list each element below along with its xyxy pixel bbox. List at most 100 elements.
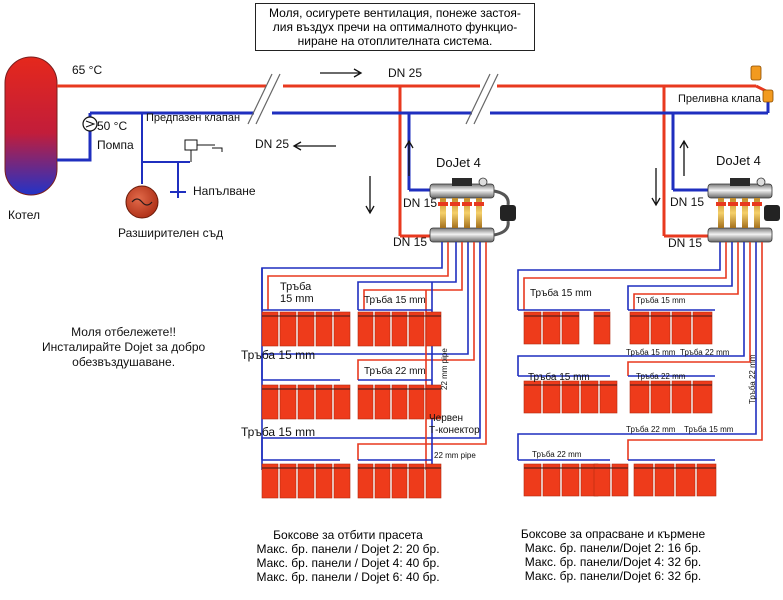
left-pipe-a: Тръба 15 mm	[280, 281, 314, 305]
safety-valve-label: Предпазен клапан	[146, 112, 241, 124]
heating-panel	[333, 384, 351, 420]
right-pipe-b: Тръба 15 mm	[636, 296, 686, 305]
heating-panel	[692, 380, 713, 414]
heating-panel	[261, 463, 279, 499]
heating-panel	[650, 311, 671, 345]
overflow-valve-label: Преливна клапа	[678, 93, 761, 105]
heating-panel	[408, 463, 425, 499]
left-caption-line-2: Макс. бр. панели / Dojet 2: 20 бр.	[256, 542, 440, 556]
manifold-right-dn-lower: DN 15	[668, 236, 703, 250]
left-pipe-small: 22 mm pipe	[434, 451, 476, 460]
advice-line-2: Инсталирайте Dojet за добро	[42, 340, 206, 354]
heating-panel	[279, 384, 297, 420]
left-circuit-pipes	[261, 242, 487, 470]
heating-panel	[391, 463, 408, 499]
notice-line-3: ниране на отоплителната система.	[297, 34, 493, 48]
right-pipe-i: Тръба 22 mm	[532, 450, 582, 459]
advice-line-1: Моля отбележете!!	[71, 325, 176, 339]
heating-panel	[629, 311, 650, 345]
supply-temperature: 65 °C	[72, 63, 103, 77]
manifold-right	[707, 177, 780, 243]
left-caption-line-1: Боксове за отбити прасета	[273, 528, 423, 542]
boiler-label: Котел	[8, 208, 41, 222]
heating-panel	[374, 311, 391, 347]
heating-panel	[561, 380, 580, 414]
right-caption-line-4: Макс. бр. панели/Dojet 6: 32 бр.	[524, 569, 702, 583]
heating-panel	[408, 311, 425, 347]
heating-panel	[561, 311, 580, 345]
flow-arrows	[292, 68, 689, 215]
left-pipe-d: Тръба 22 mm	[364, 366, 426, 377]
dojet-advice: Моля отбележете!! Инсталирайте Dojet за …	[42, 325, 205, 370]
heating-panel	[425, 311, 442, 347]
heating-panel	[611, 463, 629, 497]
heating-panel	[315, 311, 333, 347]
left-caption-line-4: Макс. бр. панели / Dojet 6: 40 бр.	[256, 570, 440, 584]
heating-panel	[675, 463, 696, 497]
heating-panel	[671, 311, 692, 345]
right-pipe-d: Тръба 22 mm	[680, 348, 730, 357]
heating-panel	[357, 463, 374, 499]
heating-panel	[279, 311, 297, 347]
heating-panel	[425, 384, 442, 420]
heating-panel	[315, 463, 333, 499]
red-tee-connector-label: Червен Т-конектор	[429, 413, 480, 437]
pump	[82, 116, 98, 132]
right-vertical-pipe-label: Тръба 22 mm	[748, 354, 757, 404]
heating-panel	[671, 380, 692, 414]
left-pipe-a-line-2: 15 mm	[280, 293, 314, 305]
right-pipe-a: Тръба 15 mm	[530, 288, 592, 299]
right-caption-line-2: Макс. бр. панели/Dojet 2: 16 бр.	[524, 541, 702, 555]
heating-panel	[696, 463, 717, 497]
heating-panel	[408, 384, 425, 420]
right-circuit-pipes	[517, 242, 763, 461]
heating-panel	[650, 380, 671, 414]
heating-panel	[654, 463, 675, 497]
heating-panel	[391, 311, 408, 347]
heating-panel	[593, 311, 611, 345]
heating-panel	[692, 311, 713, 345]
heating-panel	[357, 311, 374, 347]
heating-panel	[633, 463, 654, 497]
ventilation-notice: Моля, осигурете вентилация, понеже засто…	[255, 3, 535, 51]
right-pipe-h: Тръба 15 mm	[684, 425, 734, 434]
heating-panel	[333, 311, 351, 347]
right-caption-line-1: Боксове за опрасване и кърмене	[520, 527, 706, 541]
right-pipe-e: Тръба 22 mm	[636, 372, 686, 381]
red-tee-line-2: Т-конектор	[429, 425, 480, 436]
heating-panel	[333, 463, 351, 499]
return-temperature: 50 °C	[97, 119, 128, 133]
manifold-right-dn-upper: DN 15	[670, 195, 705, 209]
right-pipe-g: Тръба 22 mm	[626, 425, 676, 434]
expansion-tank-label: Разширителен съд	[118, 226, 224, 240]
dn25-supply-label: DN 25	[388, 66, 423, 80]
manifold-left-title: DoJet 4	[436, 155, 481, 170]
advice-line-3: обезвъздушаване.	[72, 355, 176, 369]
heating-panel	[580, 380, 599, 414]
left-pipe-e: Тръба 15 mm	[241, 425, 316, 439]
filling-label: Напълване	[193, 184, 256, 198]
pump-label: Помпа	[97, 138, 134, 152]
heating-panel	[391, 384, 408, 420]
heating-panel	[629, 380, 650, 414]
heating-panel	[261, 311, 279, 347]
heating-panel	[357, 384, 374, 420]
heating-panel	[593, 463, 611, 497]
heating-panel	[425, 463, 442, 499]
heating-panel	[599, 380, 618, 414]
heating-panel	[374, 463, 391, 499]
heating-panel	[523, 380, 542, 414]
manifold-left-dn-lower: DN 15	[393, 235, 428, 249]
heating-panel	[542, 311, 561, 345]
heating-panel	[374, 384, 391, 420]
heating-panel	[279, 463, 297, 499]
heating-panel	[297, 463, 315, 499]
right-caption-line-3: Макс. бр. панели/Dojet 4: 32 бр.	[524, 555, 702, 569]
right-pipe-f: Тръба 15 mm	[528, 372, 590, 383]
heating-panel	[542, 380, 561, 414]
supply-main-pipe	[57, 84, 770, 238]
left-vertical-pipe-label: 22 mm pipe	[440, 348, 449, 390]
manifold-right-title: DoJet 4	[716, 153, 761, 168]
